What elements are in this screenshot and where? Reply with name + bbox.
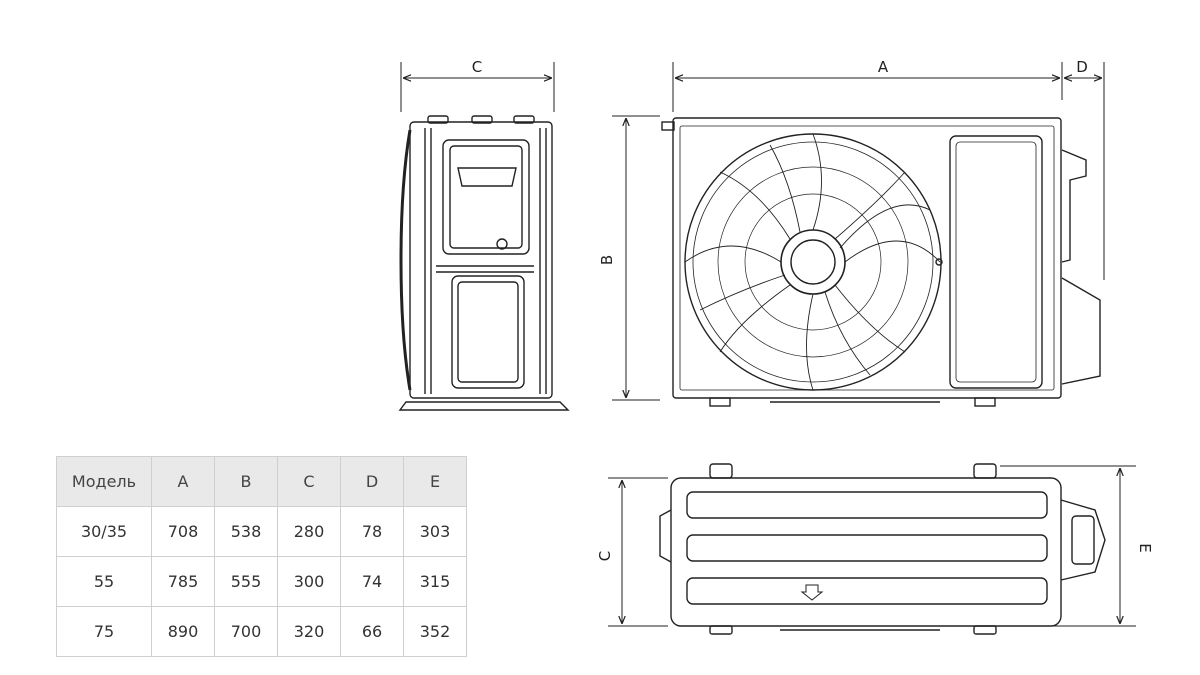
cell-a: 708 (151, 506, 215, 557)
front-view (612, 62, 1105, 407)
header-model: Модель (56, 456, 152, 507)
top-view (608, 463, 1136, 635)
table-header-row: Модель A B C D E (56, 456, 467, 507)
cell-d: 66 (340, 606, 404, 657)
dimensions-table: Модель A B C D E 30/35 708 538 280 78 30… (56, 456, 467, 657)
cell-a: 785 (151, 556, 215, 607)
table-row: 55 785 555 300 74 315 (56, 556, 467, 607)
cell-c: 320 (277, 606, 341, 657)
cell-e: 315 (403, 556, 467, 607)
side-view (398, 62, 570, 411)
label-b: B (598, 255, 616, 265)
header-a: A (151, 456, 215, 507)
cell-model: 55 (56, 556, 152, 607)
cell-c: 280 (277, 506, 341, 557)
header-b: B (214, 456, 278, 507)
label-c-top: C (596, 551, 614, 561)
header-c: C (277, 456, 341, 507)
cell-b: 538 (214, 506, 278, 557)
label-e: E (1136, 543, 1154, 552)
cell-b: 700 (214, 606, 278, 657)
cell-model: 75 (56, 606, 152, 657)
header-d: D (340, 456, 404, 507)
cell-d: 74 (340, 556, 404, 607)
table-row: 30/35 708 538 280 78 303 (56, 506, 467, 557)
table-row: 75 890 700 320 66 352 (56, 606, 467, 657)
cell-model: 30/35 (56, 506, 152, 557)
cell-a: 890 (151, 606, 215, 657)
cell-b: 555 (214, 556, 278, 607)
label-c-side: C (472, 58, 482, 76)
cell-d: 78 (340, 506, 404, 557)
cell-e: 303 (403, 506, 467, 557)
label-a: A (878, 58, 889, 76)
label-d: D (1076, 58, 1088, 76)
header-e: E (403, 456, 467, 507)
cell-e: 352 (403, 606, 467, 657)
cell-c: 300 (277, 556, 341, 607)
